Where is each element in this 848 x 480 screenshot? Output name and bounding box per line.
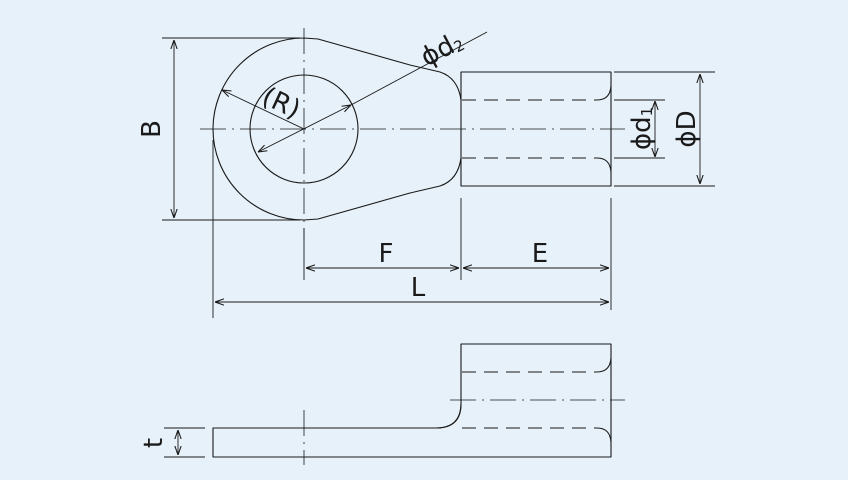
dimension-big-d: ϕD — [614, 71, 715, 187]
label-e: E — [532, 239, 548, 269]
dimension-d2: ϕd2 — [258, 31, 488, 152]
dimension-b: B — [137, 37, 300, 221]
side-view: t — [139, 343, 625, 465]
label-r: (R) — [257, 82, 304, 125]
ring-outline — [212, 37, 462, 221]
side-outline — [212, 343, 612, 458]
dimension-r: (R) — [222, 82, 305, 130]
label-b: B — [137, 120, 167, 138]
dimension-f: F — [306, 239, 459, 269]
dimension-l: L — [215, 273, 609, 303]
dimension-d1: ϕd1 — [614, 99, 665, 159]
barrel-outline — [460, 71, 612, 187]
top-view: B (R) ϕd2 ϕd1 ϕD — [137, 28, 715, 318]
dimension-e: E — [463, 239, 609, 269]
label-big-d: ϕD — [672, 110, 702, 147]
label-t: t — [139, 438, 169, 448]
label-f: F — [379, 239, 394, 269]
label-d1: ϕd1 — [627, 107, 657, 150]
dimension-t: t — [139, 427, 205, 458]
label-l: L — [411, 273, 426, 303]
